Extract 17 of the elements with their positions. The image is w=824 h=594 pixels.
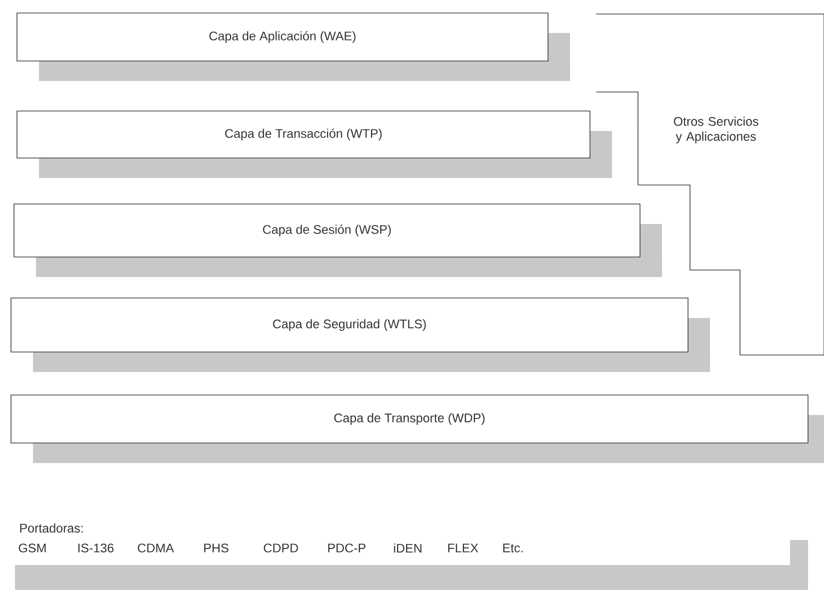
node-label: PDC-P [328, 544, 366, 552]
node-label: iDEN [394, 543, 422, 553]
carriers-band: Portadoras: GSM IS-136 CDMA PHS CDPD PDC-P iDEN FLEX Etc. [15, 523, 808, 590]
layer-box: Capa de Sesión (WSP) [14, 204, 662, 277]
layer-box: Capa de Aplicación (WAE) [16, 12, 570, 81]
node-label: CDMA [138, 544, 174, 552]
layer-box: Capa de Seguridad (WTLS) [10, 298, 710, 372]
layer-box: Capa de Transacción (WTP) [16, 110, 612, 178]
node-label: Etc. [503, 544, 523, 552]
node-label: IS-136 [78, 544, 114, 552]
node-label: PHS [204, 544, 228, 552]
services-box: Otros Servicios y Aplicaciones [596, 14, 824, 356]
node-label: Portadoras: [20, 523, 83, 533]
node-label: GSM [18, 544, 46, 552]
layer-box: Capa de Transporte (WDP) [10, 394, 824, 463]
node-label: FLEX [448, 544, 478, 552]
node-label: CDPD [264, 544, 298, 552]
